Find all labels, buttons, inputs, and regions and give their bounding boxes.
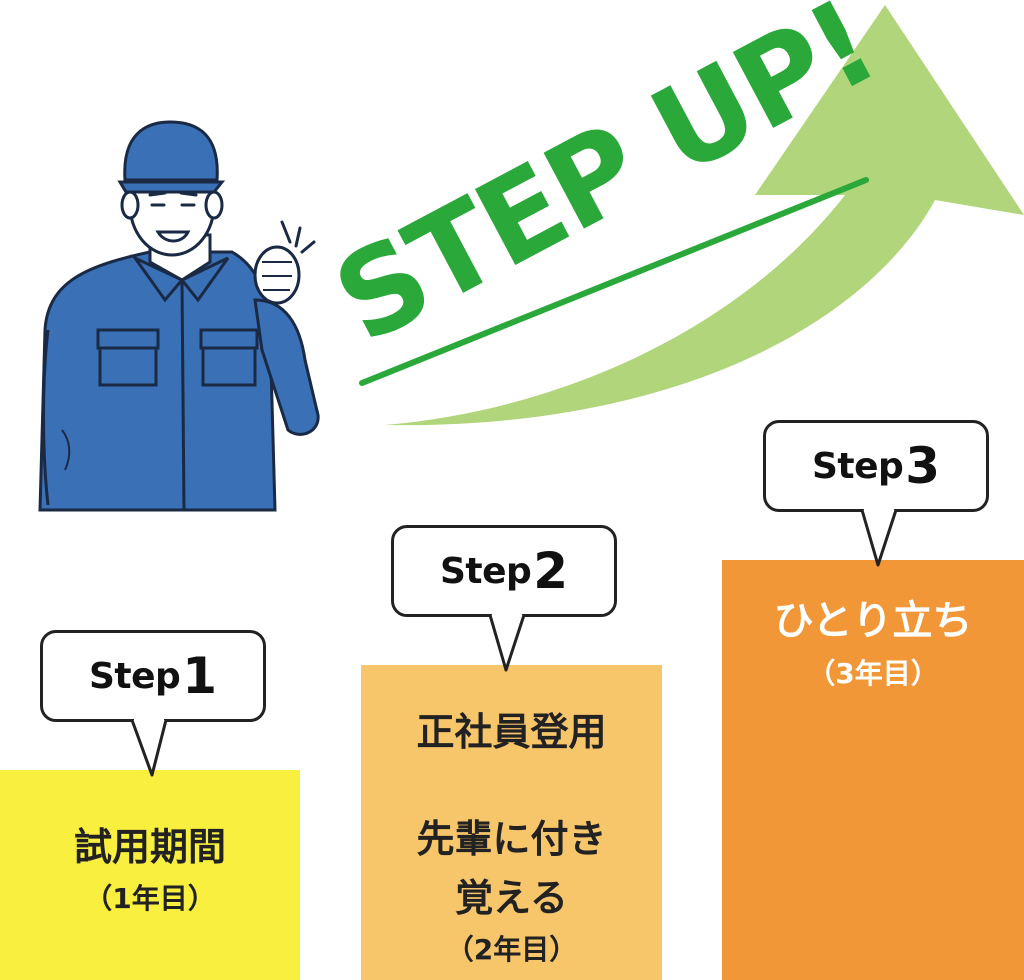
step-1-badge: Step 1 [40,630,266,722]
step-3-label: Step [811,445,904,487]
step-2-title: 正社員登用 [416,710,607,754]
step-3-block: ひとり立ち （3年目） [722,560,1024,980]
step-2-period: （2年目） [445,933,578,966]
step-2-number: 2 [533,542,569,600]
step-3-period: （3年目） [807,657,939,690]
step-3-number: 3 [905,437,941,495]
step-1-period: （1年目） [84,882,216,915]
step-3-badge-tail [860,507,898,567]
step-3-title: ひとり立ち [773,598,973,644]
step-2-block: 正社員登用 先輩に付き 覚える （2年目） [361,665,662,980]
step-2-label: Step [439,550,532,592]
step-1-number: 1 [182,647,218,705]
step-2-badge: Step 2 [391,525,617,617]
step-2-badge-tail [488,612,526,672]
step-1-title: 試用期間 [73,825,226,869]
step-2-subtitle-line2: 覚える [455,876,568,920]
step-1-label: Step [88,655,181,697]
step-3-badge: Step 3 [763,420,989,512]
step-1-block: 試用期間 （1年目） [0,770,300,980]
step-2-subtitle-line1: 先輩に付き [416,817,607,861]
step-1-badge-tail [130,717,168,777]
